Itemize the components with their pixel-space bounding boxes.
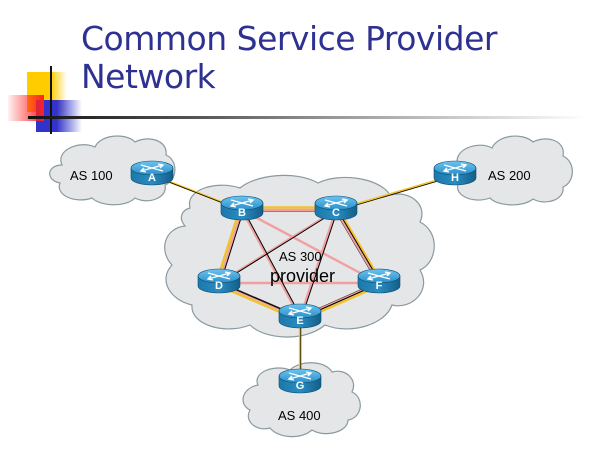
router-label: H — [451, 172, 459, 184]
router-a[interactable]: A — [130, 160, 174, 186]
router-arrows-icon — [287, 371, 313, 381]
router-arrows-icon — [229, 198, 255, 208]
router-label: G — [296, 380, 305, 392]
router-h[interactable]: H — [433, 160, 477, 186]
router-label: A — [148, 172, 156, 184]
as100-label: AS 100 — [70, 168, 113, 183]
internal-link-B-E — [243, 209, 302, 319]
router-arrows-icon — [323, 198, 349, 208]
router-label: F — [376, 280, 383, 292]
router-g[interactable]: G — [278, 368, 322, 394]
as300-sublabel: provider — [270, 266, 335, 286]
cloud-as400 — [242, 362, 361, 438]
router-e[interactable]: E — [278, 303, 322, 329]
router-d[interactable]: D — [197, 268, 241, 294]
cloud-as100 — [49, 135, 176, 206]
title-line-1: Common Service Provider — [81, 19, 497, 58]
internal-link-C-E — [301, 209, 338, 319]
ibgp-link-C-E — [298, 209, 338, 319]
router-arrows-icon — [442, 163, 468, 173]
slide-title: Common Service Provider Network — [81, 20, 581, 96]
router-b[interactable]: B — [220, 195, 264, 221]
router-arrows-icon — [287, 306, 313, 316]
ibgp-link-C-D — [218, 208, 337, 285]
ibgp-link-B-E — [240, 209, 302, 319]
router-arrows-icon — [139, 163, 165, 173]
title-line-2: Network — [81, 57, 216, 96]
router-label: E — [296, 315, 303, 327]
router-label: C — [332, 207, 340, 219]
internal-link-C-D — [220, 209, 338, 284]
as300-label: AS 300 — [279, 249, 322, 264]
title-underline — [28, 116, 588, 119]
router-arrows-icon — [366, 271, 392, 281]
router-arrows-icon — [206, 271, 232, 281]
router-c[interactable]: C — [314, 195, 358, 221]
router-label: B — [238, 207, 246, 219]
ibgp-link-B-F — [241, 208, 380, 285]
router-f[interactable]: F — [357, 268, 401, 294]
router-label: D — [215, 280, 223, 292]
as400-label: AS 400 — [278, 408, 321, 423]
as200-label: AS 200 — [488, 168, 531, 183]
cloud-as200 — [448, 135, 573, 206]
decor-vertical-line — [50, 66, 52, 134]
